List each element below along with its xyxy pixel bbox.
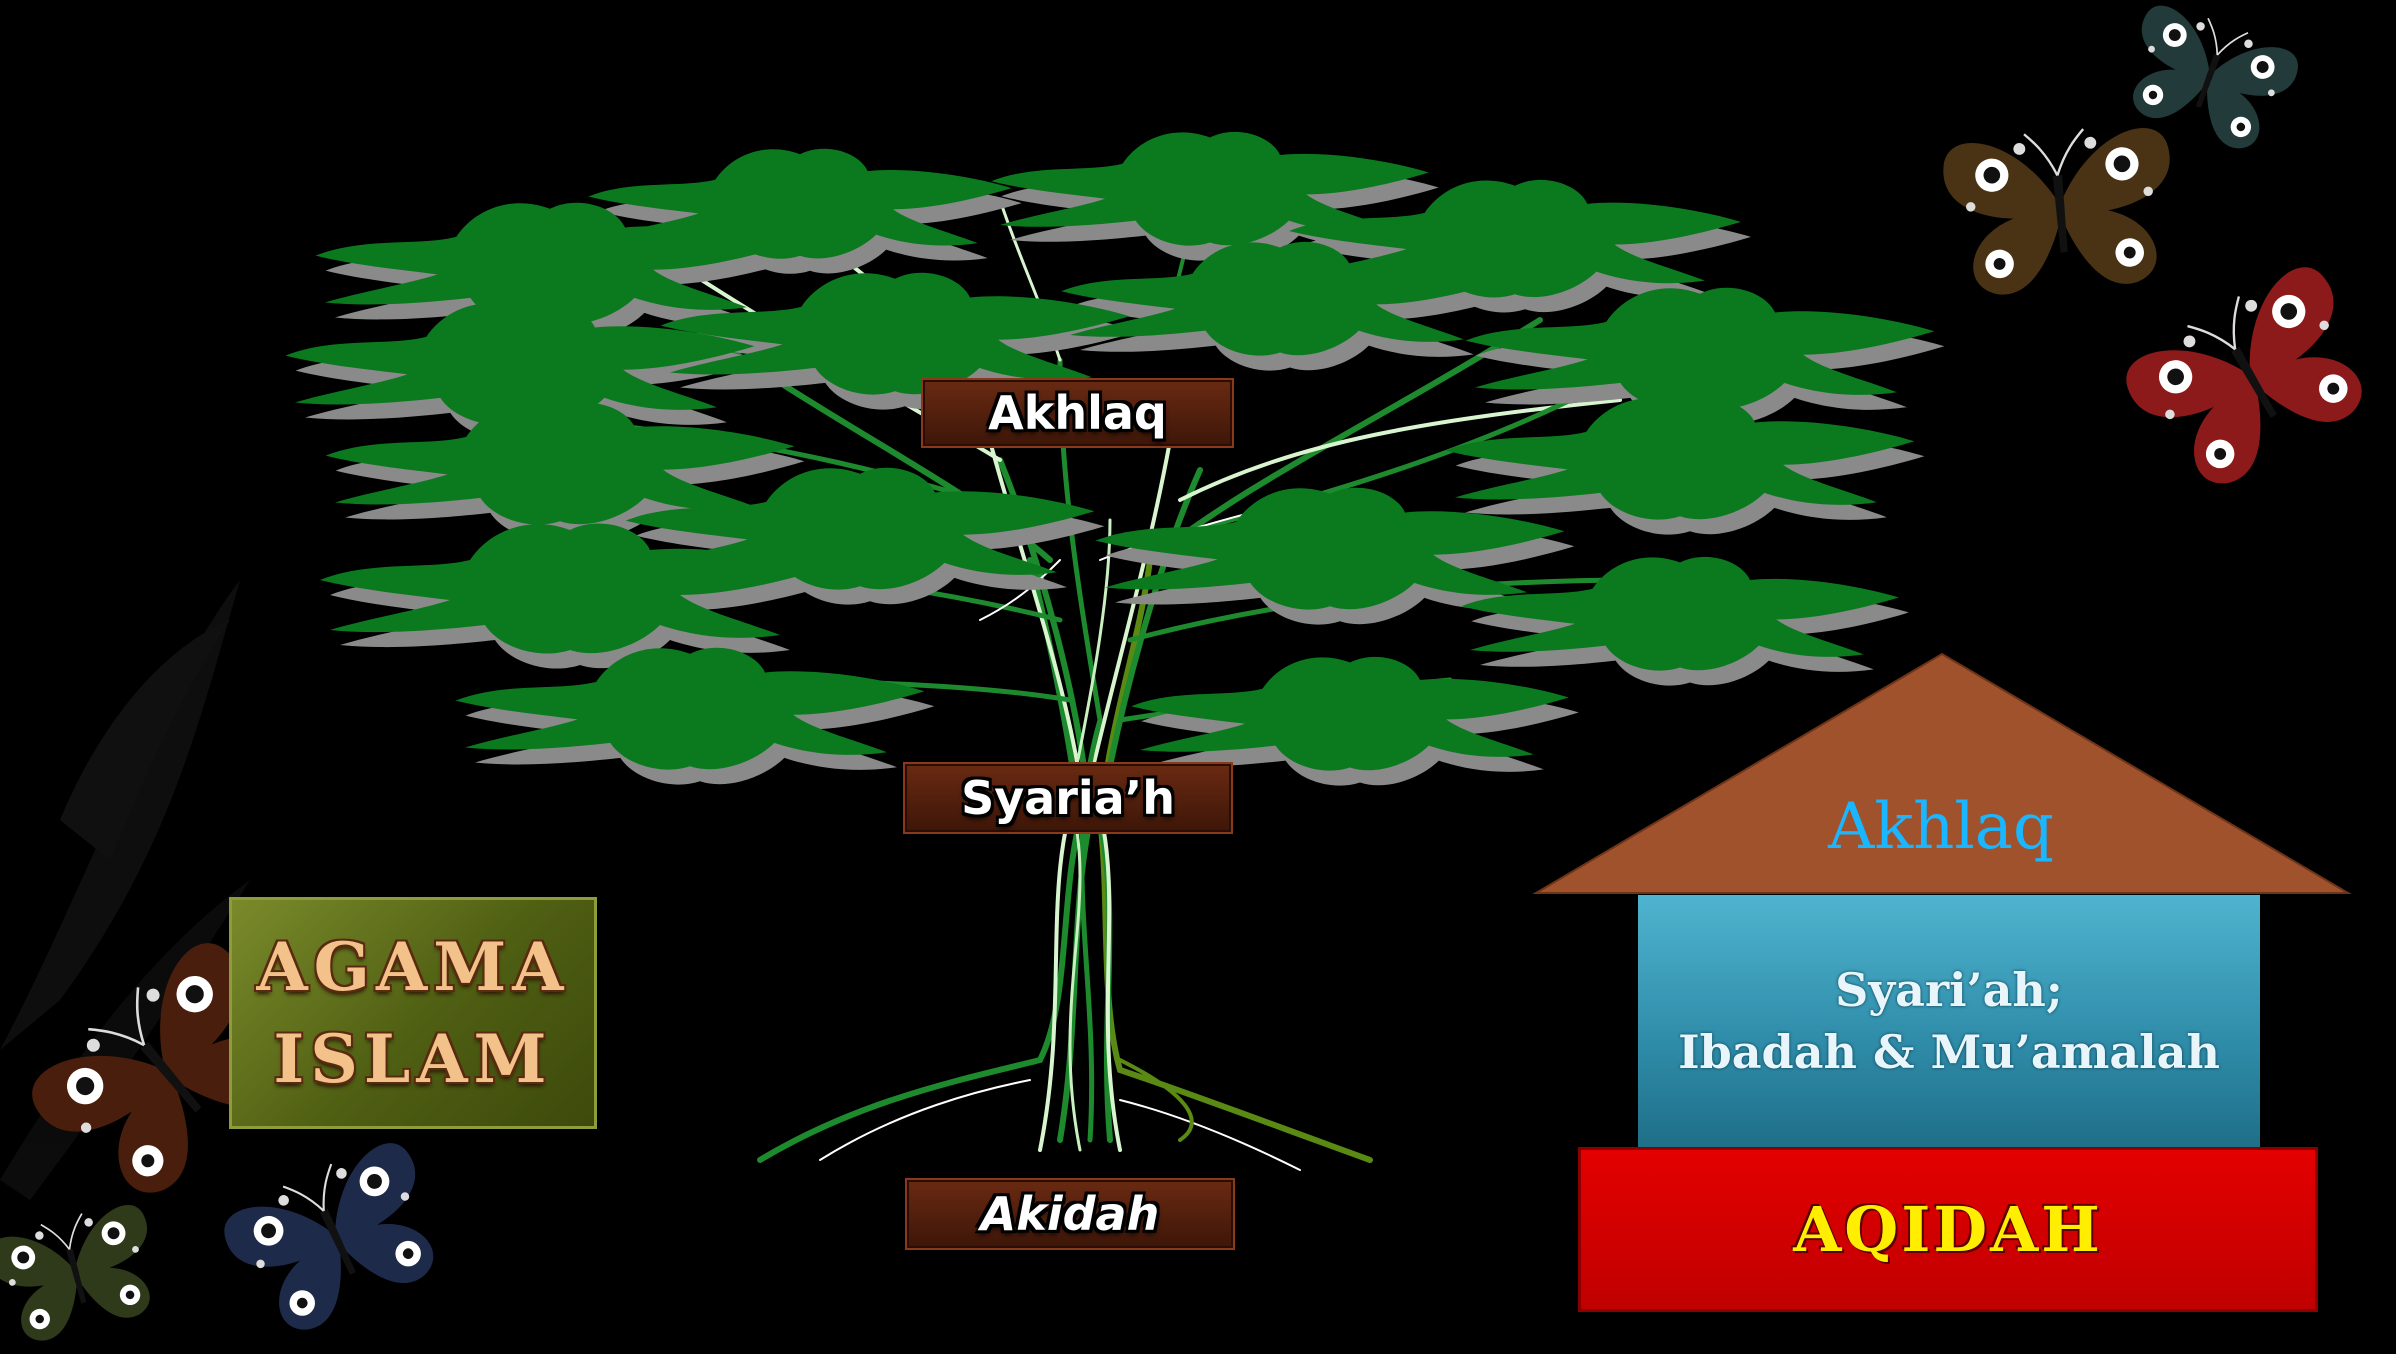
house-body-line2: Ibadah & Mu’amalah [1678,1025,2220,1079]
islam-label: ISLAM [273,1020,553,1098]
butterfly-icon [1939,120,2182,301]
tree-label-akhlaq: Akhlaq [921,378,1234,448]
house-foundation-label: AQIDAH [1793,1193,2103,1266]
agama-label: AGAMA [256,928,570,1006]
tree-label-akidah-text: Akidah [980,1187,1160,1241]
tree-label-syariah-text: Syaria’h [961,771,1175,825]
house-body: Syari’ah; Ibadah & Mu’amalah [1638,895,2260,1147]
tree-label-akidah: Akidah [905,1178,1235,1250]
house-body-line1: Syari’ah; [1835,963,2063,1017]
butterfly-icon [0,1197,170,1351]
tree-label-syariah: Syaria’h [903,762,1233,834]
agama-islam-box: AGAMA ISLAM [229,897,597,1129]
house-foundation: AQIDAH [1578,1147,2318,1312]
house-roof [1532,652,2352,894]
house-roof-label: Akhlaq [1828,790,2054,864]
tree-label-akhlaq-text: Akhlaq [988,386,1167,440]
butterfly-icon [2113,253,2392,507]
butterfly-icon [214,1131,461,1348]
tree-canopy [285,131,1945,786]
